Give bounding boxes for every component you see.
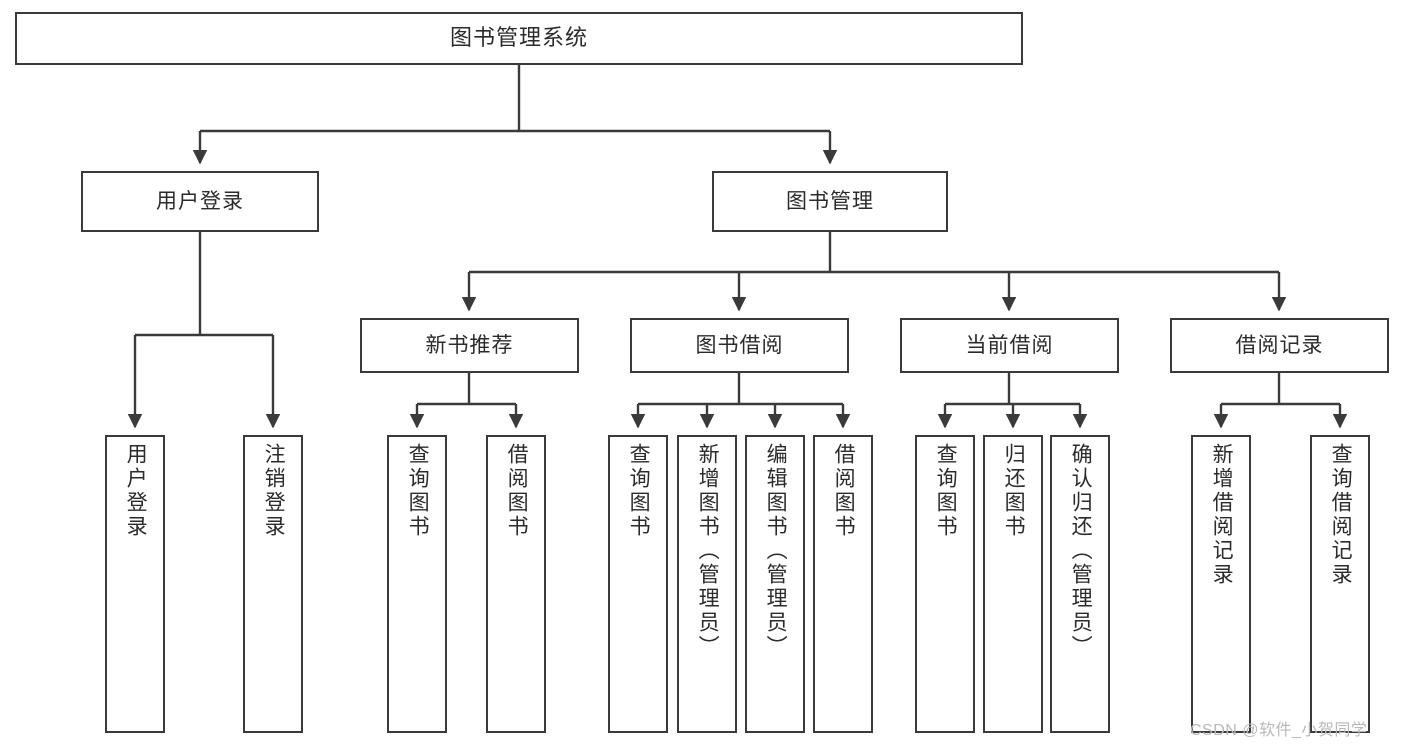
leaf-edit-book-admin[interactable]: 编辑图书（管理员）: [745, 435, 805, 733]
node-book-borrow[interactable]: 图书借阅: [630, 318, 849, 373]
leaf-borrow-book[interactable]: 借阅图书: [813, 435, 873, 733]
csdn-watermark: CSDN @软件_小贺同学: [1190, 722, 1368, 739]
node-current-borrow[interactable]: 当前借阅: [900, 318, 1119, 373]
leaf-query-book-current[interactable]: 查询图书: [915, 435, 975, 733]
leaf-confirm-return-admin[interactable]: 确认归还（管理员）: [1050, 435, 1110, 733]
leaf-logout[interactable]: 注销登录: [243, 435, 303, 733]
node-root[interactable]: 图书管理系统: [15, 12, 1023, 65]
leaf-query-borrow-record[interactable]: 查询借阅记录: [1310, 435, 1370, 733]
leaf-return-book[interactable]: 归还图书: [983, 435, 1043, 733]
leaf-borrow-book-recommend[interactable]: 借阅图书: [486, 435, 546, 733]
leaf-add-borrow-record[interactable]: 新增借阅记录: [1191, 435, 1251, 733]
node-user-login[interactable]: 用户登录: [81, 171, 319, 232]
leaf-add-book-admin[interactable]: 新增图书（管理员）: [677, 435, 737, 733]
node-new-book-recommend[interactable]: 新书推荐: [360, 318, 579, 373]
leaf-user-login[interactable]: 用户登录: [105, 435, 165, 733]
leaf-query-book-borrow[interactable]: 查询图书: [608, 435, 668, 733]
leaf-query-book-recommend[interactable]: 查询图书: [387, 435, 447, 733]
node-borrow-record[interactable]: 借阅记录: [1170, 318, 1389, 373]
node-book-management[interactable]: 图书管理: [712, 171, 948, 232]
